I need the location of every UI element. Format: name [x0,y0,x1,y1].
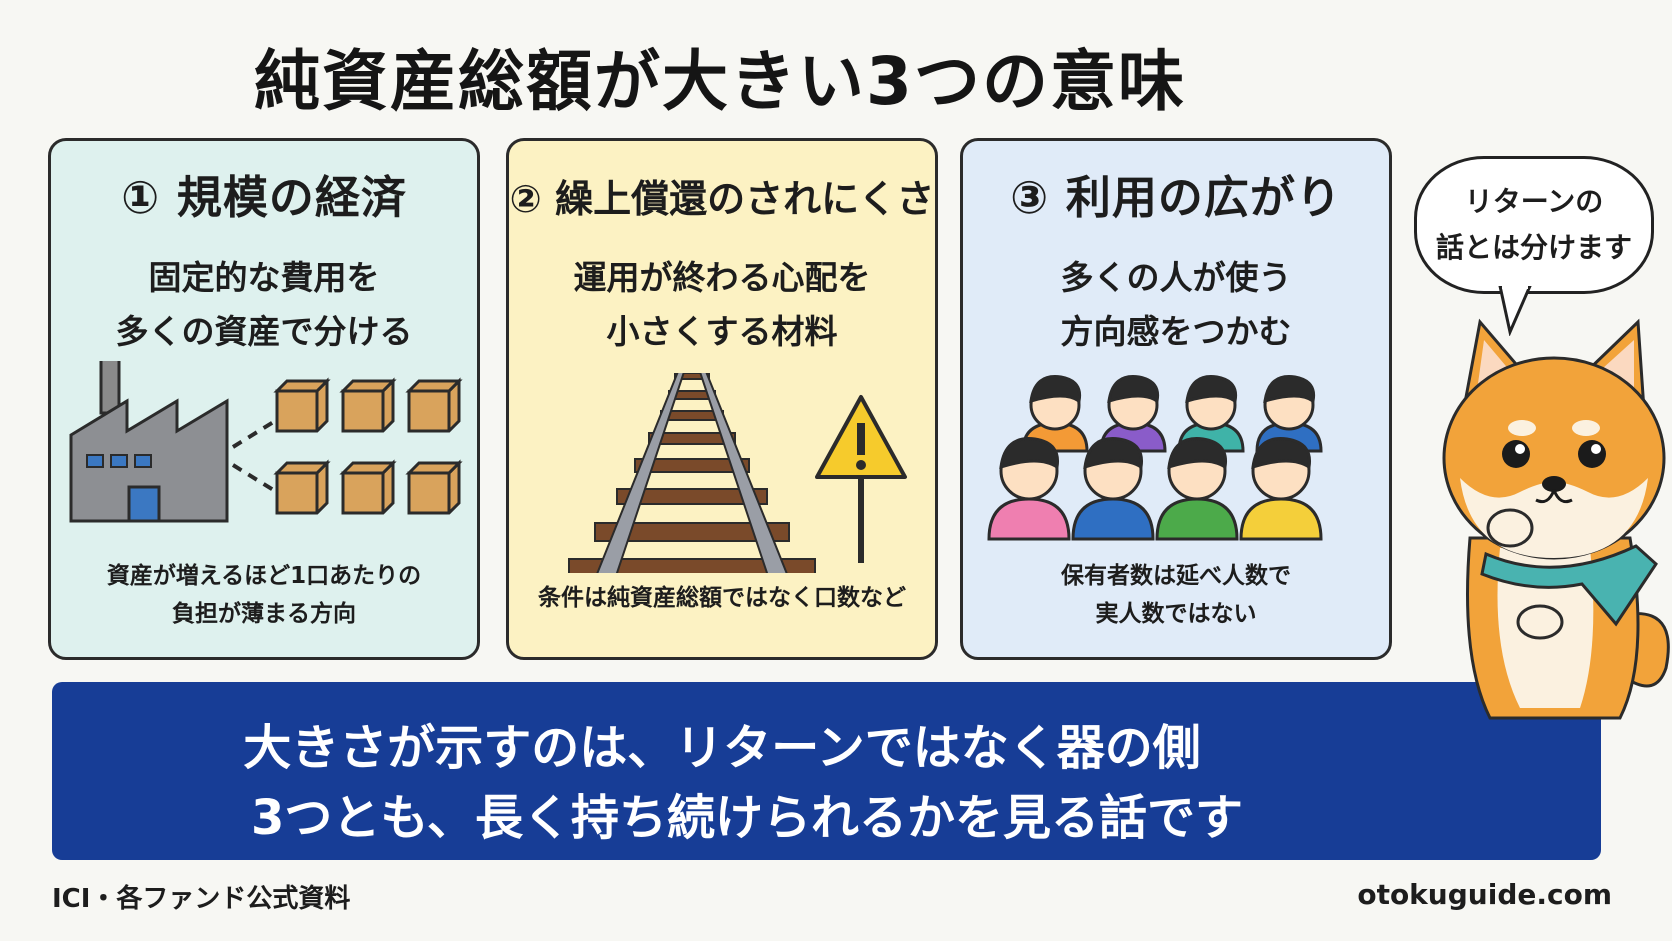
card-economies-of-scale: ① 規模の経済 固定的な費用を 多くの資産で分ける 資産が増えるほど1口あたりの… [48,138,480,660]
crowd-illustration [987,375,1323,541]
card-note: 資産が増えるほど1口あたりの 負担が薄まる方向 [106,563,422,627]
site-url: otokuguide.com [1357,878,1612,911]
railroad-track-icon [568,373,816,573]
card-heading: ③ 利用の広がり [1010,171,1342,224]
card-usage-spread: ③ 利用の広がり 多くの人が使う 方向感をつかむ 保有者数は延べ人数で [960,138,1392,660]
card-heading: ① 規模の経済 [121,171,407,224]
railroad-illustration [568,373,907,573]
card-subtitle: 固定的な費用を 多くの資産で分ける [115,258,413,351]
card-note: 保有者数は延べ人数で 実人数ではない [1061,563,1291,627]
factory-icon [69,361,229,523]
factory-boxes-illustration [69,361,463,523]
card-early-redemption: ② 繰上償還のされにくさ 運用が終わる心配を 小さくする材料 [506,138,938,660]
shiba-dog-icon [1442,318,1670,720]
card-note: 条件は純資産総額ではなく口数など [538,585,906,611]
speech-bubble: リターンの 話とは分けます [1414,156,1654,294]
people-icons [987,375,1323,541]
source-credit: ICI・各ファンド公式資料 [52,884,351,914]
box-icons [273,377,463,515]
card-subtitle: 多くの人が使う 方向感をつかむ [1060,258,1292,351]
card-subtitle: 運用が終わる心配を 小さくする材料 [573,258,871,351]
warning-sign-icon [815,395,907,563]
speech-bubble-tail [1498,286,1532,336]
summary-banner: 大きさが示すのは、リターンではなく器の側 3つとも、長く持ち続けられるかを見る話… [52,682,1601,860]
banner-line-2: 3つとも、長く持ち続けられるかを見る話です [251,790,1243,846]
banner-line-1: 大きさが示すのは、リターンではなく器の側 [243,720,1201,776]
card-heading: ② 繰上償還のされにくさ [509,177,935,221]
page-title: 純資産総額が大きい3つの意味 [254,43,1186,120]
